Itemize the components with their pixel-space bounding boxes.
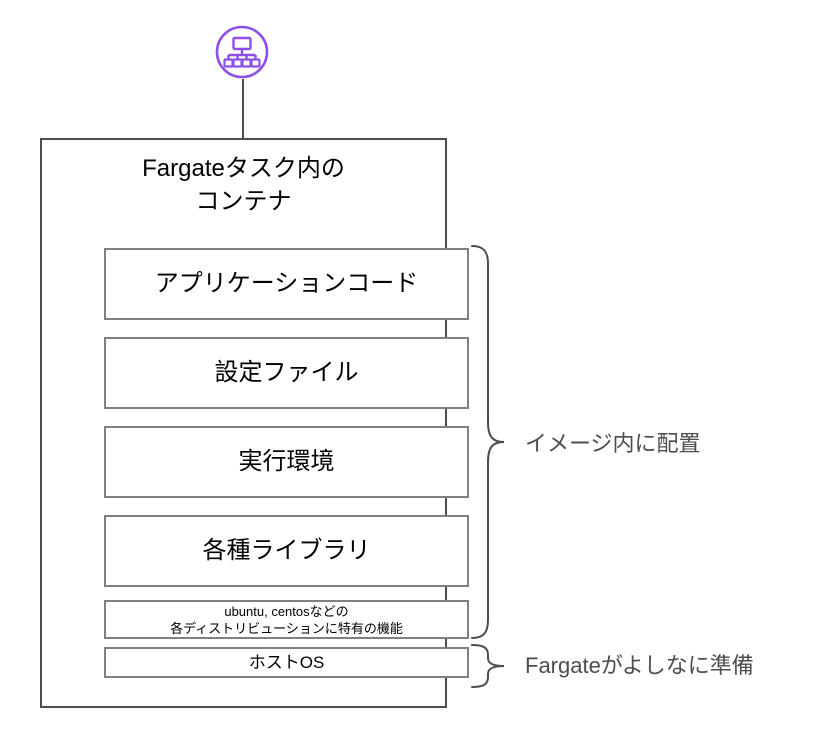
layer-label: アプリケーションコード xyxy=(154,270,419,297)
brace-image-layers xyxy=(471,245,505,639)
annotation-image-layers: イメージ内に配置 xyxy=(525,431,701,456)
fargate-task-container: Fargateタスク内の コンテナ アプリケーションコード 設定ファイル 実行環… xyxy=(40,138,469,708)
layer-box-runtime: 実行環境 xyxy=(104,426,469,498)
layer-box-libraries: 各種ライブラリ xyxy=(104,515,469,587)
layer-box-host-os: ホストOS xyxy=(104,647,469,678)
layer-label: 設定ファイル xyxy=(214,359,359,386)
layer-box-distro-features: ubuntu, centosなどの 各ディストリビューションに特有の機能 xyxy=(104,600,469,639)
layer-label: ubuntu, centosなどの 各ディストリビューションに特有の機能 xyxy=(170,603,403,636)
icon-connector-line xyxy=(242,79,244,139)
brace-fargate-managed xyxy=(471,644,505,688)
layer-label: 各種ライブラリ xyxy=(202,537,371,564)
layer-box-application-code: アプリケーションコード xyxy=(104,248,469,320)
layer-label: 実行環境 xyxy=(238,448,335,475)
annotation-fargate-managed: Fargateがよしなに準備 xyxy=(525,653,754,678)
container-title: Fargateタスク内の コンテナ xyxy=(142,155,345,215)
layer-label: ホストOS xyxy=(248,653,325,672)
layer-box-config-files: 設定ファイル xyxy=(104,337,469,409)
hierarchy-icon xyxy=(215,25,269,79)
